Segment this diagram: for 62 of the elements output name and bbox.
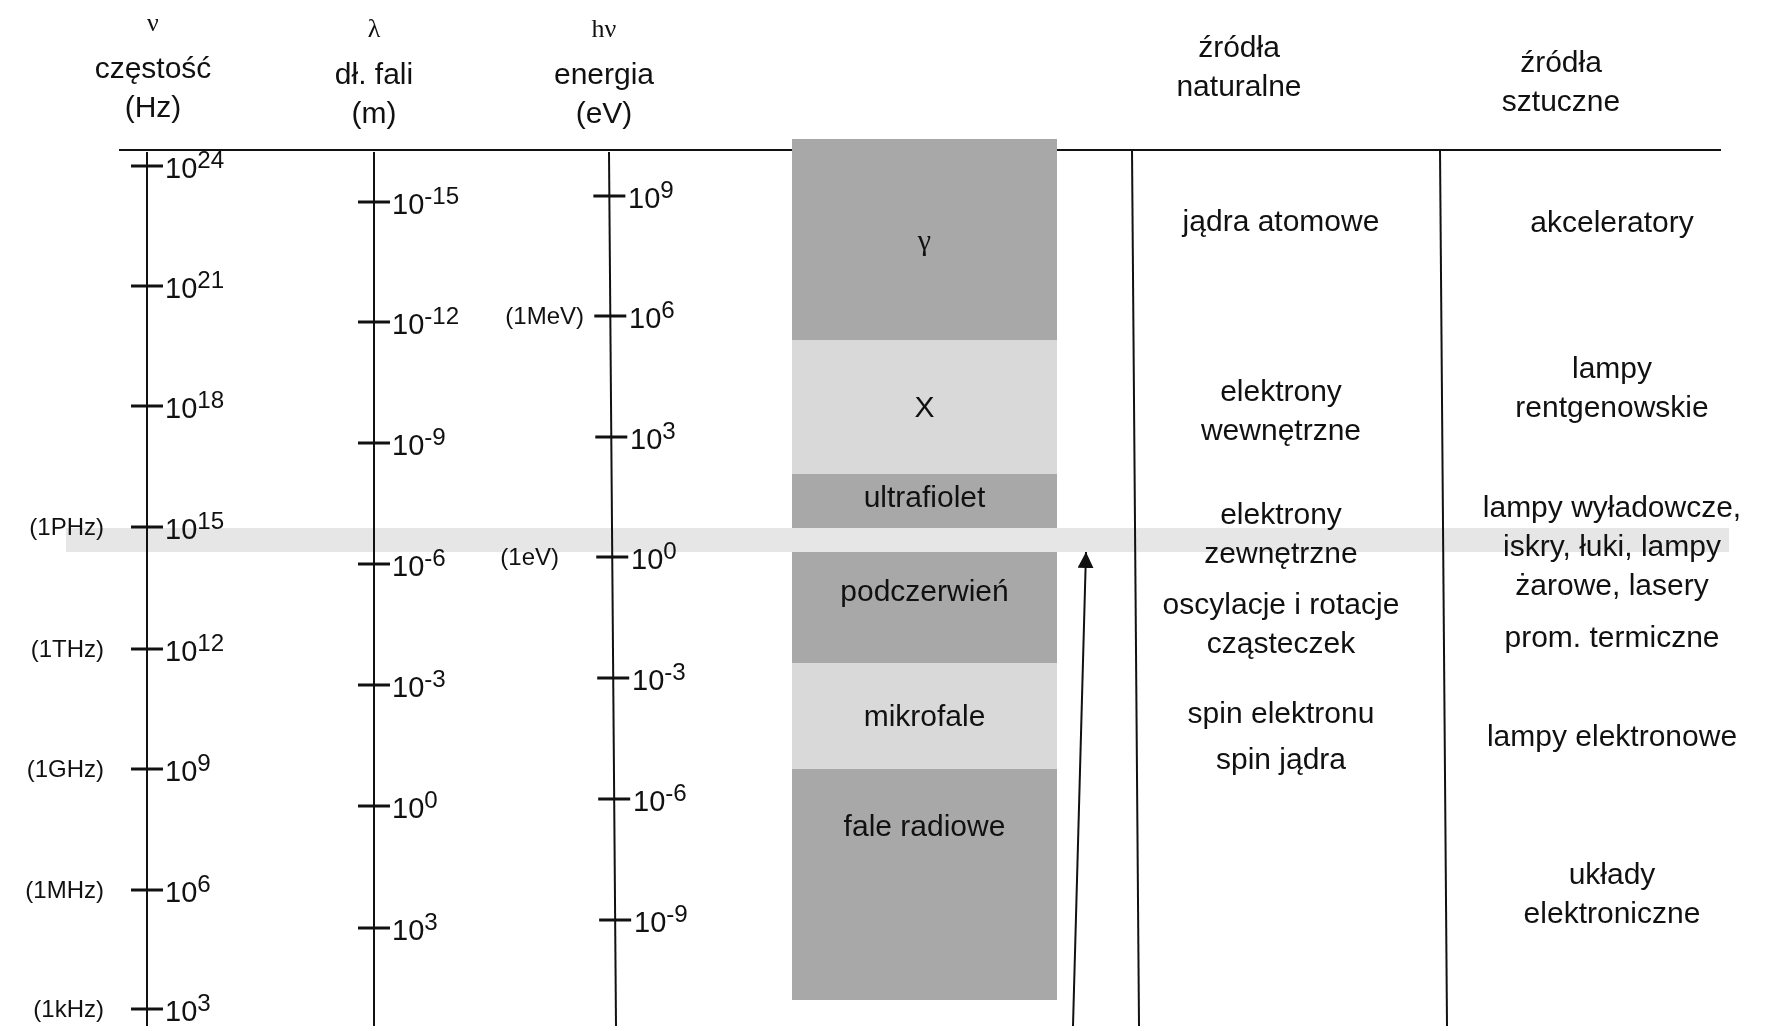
tick-label: 10$^{3}$	[630, 415, 676, 458]
spectrum-band	[792, 552, 1057, 663]
band-label: mikrofale	[863, 699, 986, 733]
arrow	[1072, 551, 1094, 1027]
source-text: jądra atomowe	[1180, 202, 1381, 239]
tick-label: 10$^{18}$	[165, 384, 225, 427]
tick-label: 10$^{-9}$	[392, 421, 446, 464]
tick-label: 10$^{-3}$	[632, 656, 686, 699]
axis-symbol: λ	[367, 13, 381, 46]
unit-note: (1PHz)	[29, 512, 104, 543]
tick-label: 10$^{9}$	[165, 747, 211, 790]
column-header: źródła sztuczne	[1500, 44, 1622, 119]
tick-label: 10$^{15}$	[165, 505, 225, 548]
tick-label: 10$^{-3}$	[392, 663, 446, 706]
tick-label: 10$^{-6}$	[633, 777, 687, 820]
column-header: źródła naturalne	[1175, 29, 1303, 104]
source-text: lampy elektronowe	[1485, 717, 1739, 754]
tick-label: 10$^{0}$	[631, 535, 677, 578]
tick-label: 10$^{12}$	[165, 627, 225, 670]
spectrum-band	[792, 769, 1057, 1000]
tick-label: 10$^{9}$	[628, 174, 674, 217]
source-text: lampy rentgenowskie	[1514, 350, 1710, 425]
spectrum-band	[792, 663, 1057, 769]
tick-label: 10$^{24}$	[165, 144, 225, 187]
tick-label: 10$^{21}$	[165, 264, 225, 307]
band-label: ultrafiolet	[863, 480, 986, 514]
column-header: dł. fali (m)	[333, 56, 415, 131]
column-header: częstość (Hz)	[93, 50, 213, 125]
source-text: układy elektroniczne	[1522, 856, 1702, 931]
source-text: spin elektronu	[1186, 694, 1376, 731]
spectrum-band	[792, 139, 1057, 340]
tick-label: 10$^{6}$	[165, 868, 211, 911]
tick-label: 10$^{3}$	[392, 906, 438, 949]
unit-note: (1THz)	[30, 634, 104, 665]
source-text: elektrony wewnętrzne	[1199, 373, 1363, 448]
tick-label: 10$^{-6}$	[392, 542, 446, 585]
spectrum-band	[792, 474, 1057, 528]
tick-label: 10$^{-9}$	[634, 898, 688, 941]
band-label: γ	[917, 222, 932, 257]
axis-symbol: ν	[147, 7, 159, 40]
tick-label: 10$^{-15}$	[392, 180, 460, 223]
source-text: spin jądra	[1214, 740, 1348, 777]
source-text: prom. termiczne	[1503, 618, 1721, 655]
unit-note: (1GHz)	[26, 754, 104, 785]
tick-label: 10$^{6}$	[629, 294, 675, 337]
source-text: lampy wyładowcze, iskry, łuki, lampy żarowe, lasery	[1481, 488, 1743, 603]
band-label: podczerwień	[840, 574, 1009, 608]
tick-label: 10$^{0}$	[392, 784, 438, 827]
band-label: X	[914, 390, 935, 424]
column-header: energia (eV)	[552, 56, 656, 131]
unit-note: (1MeV)	[505, 301, 584, 332]
source-text: elektrony zewnętrzne	[1203, 496, 1359, 571]
axis-symbol: hν	[591, 13, 617, 46]
source-text: akceleratory	[1529, 203, 1695, 240]
source-text: oscylacje i rotacje cząsteczek	[1161, 586, 1401, 661]
tick-label: 10$^{-12}$	[392, 300, 460, 343]
unit-note: (1eV)	[500, 542, 559, 573]
band-label: fale radiowe	[843, 809, 1006, 843]
spectrum-band	[792, 340, 1057, 474]
unit-note: (1MHz)	[25, 875, 104, 906]
tick-label: 10$^{3}$	[165, 987, 211, 1030]
unit-note: (1kHz)	[33, 994, 104, 1025]
